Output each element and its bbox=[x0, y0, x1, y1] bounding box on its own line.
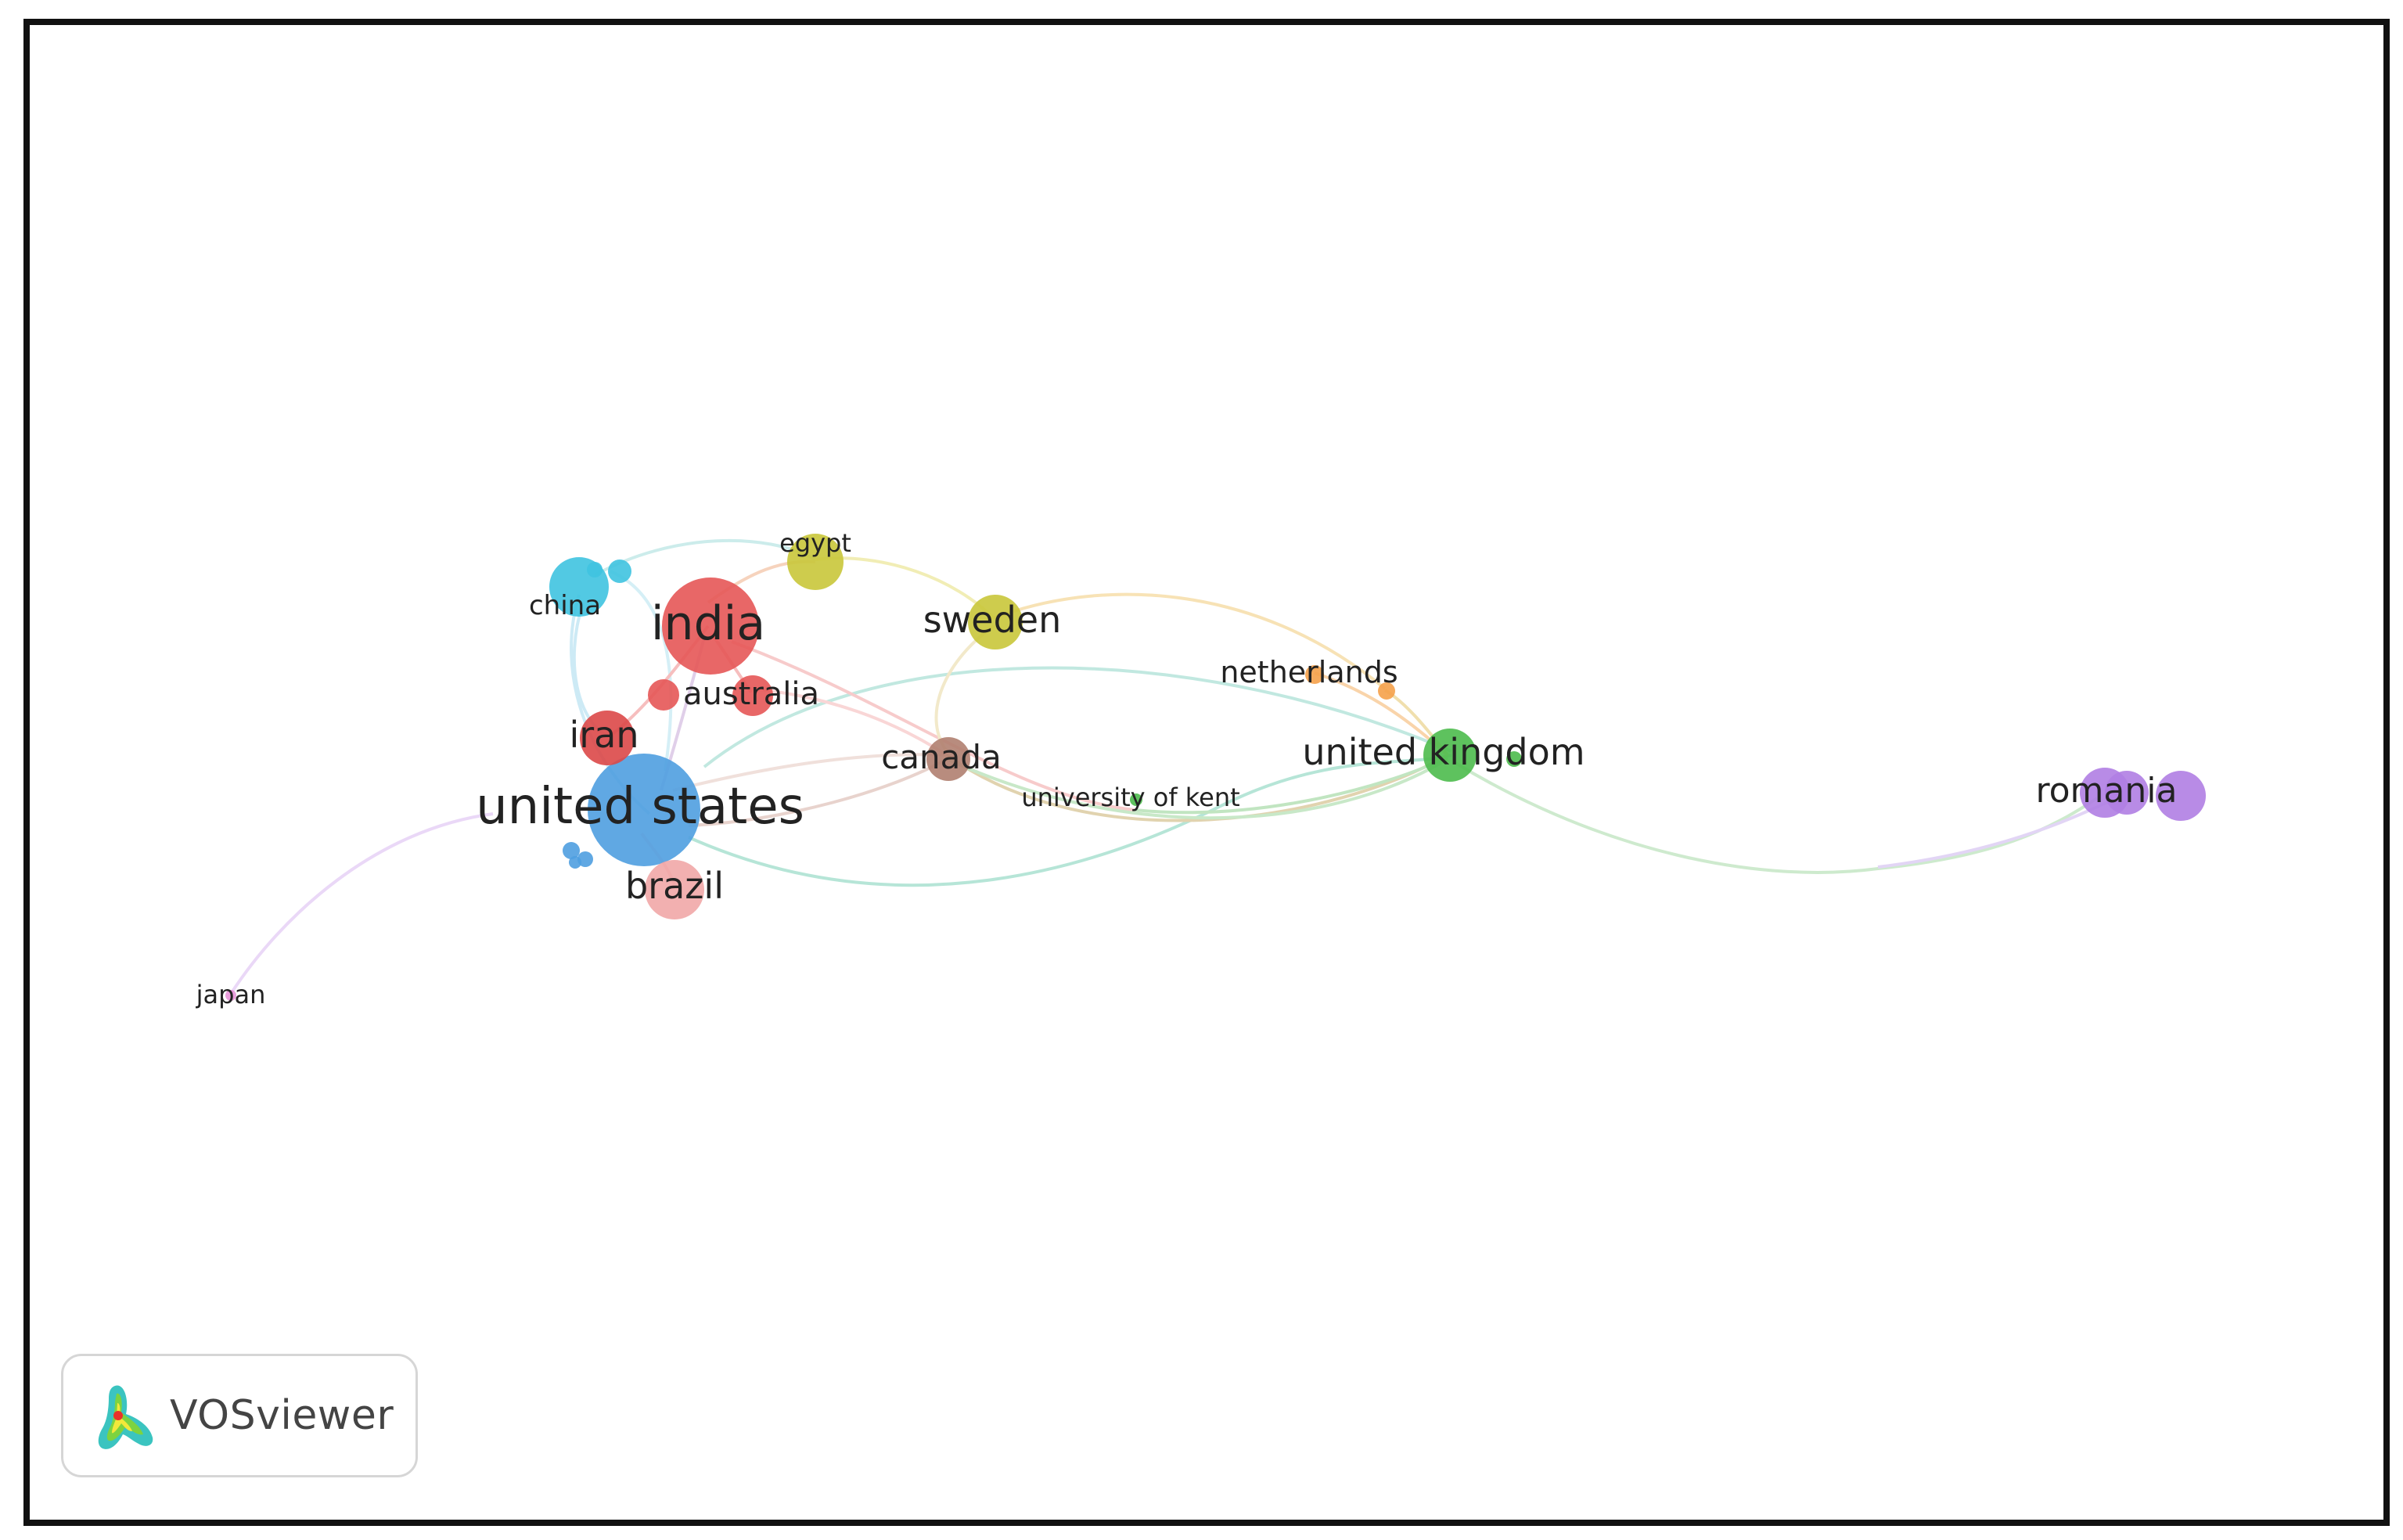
vosviewer-logo-text: VOSviewer bbox=[170, 1392, 394, 1439]
node-romania-2[interactable] bbox=[2105, 771, 2149, 815]
node-netherlands-small[interactable] bbox=[1378, 682, 1395, 700]
label-china: china bbox=[529, 590, 601, 621]
node-brazil[interactable] bbox=[645, 860, 704, 919]
node-australia[interactable] bbox=[732, 675, 773, 716]
vosviewer-icon bbox=[98, 1385, 153, 1449]
node-iran[interactable] bbox=[580, 711, 635, 765]
network-frame bbox=[23, 19, 2390, 1526]
label-romania: romania bbox=[2036, 771, 2178, 811]
link-us-uk-lower bbox=[688, 754, 1452, 887]
node-us-small-2[interactable] bbox=[577, 851, 593, 867]
node-netherlands[interactable] bbox=[1305, 665, 1324, 684]
label-australia: australia bbox=[683, 676, 819, 712]
label-netherlands: netherlands bbox=[1220, 655, 1398, 689]
labels: japan united states brazil iran australi… bbox=[196, 528, 2178, 1009]
node-united-states[interactable] bbox=[588, 754, 700, 866]
link-kent-uk bbox=[1134, 756, 1448, 815]
link-sweden-canada bbox=[934, 624, 995, 753]
node-sweden[interactable] bbox=[968, 595, 1023, 649]
node-egypt[interactable] bbox=[787, 534, 844, 590]
node-japan[interactable] bbox=[225, 990, 236, 1001]
node-india[interactable] bbox=[662, 578, 759, 675]
link-uk-romania bbox=[1454, 761, 2099, 874]
link-sweden-netherlands bbox=[993, 592, 1387, 690]
link-canada-uk-2 bbox=[946, 757, 1449, 820]
link-us-canada-2 bbox=[672, 753, 948, 792]
node-united-kingdom[interactable] bbox=[1423, 729, 1477, 782]
link-canada-uk bbox=[945, 754, 1448, 822]
node-us-small-1[interactable] bbox=[563, 842, 580, 859]
node-canada[interactable] bbox=[926, 737, 970, 781]
node-uk-small[interactable] bbox=[1506, 751, 1522, 767]
vosviewer-logo: VOSviewer bbox=[61, 1354, 418, 1477]
label-india: india bbox=[651, 596, 765, 651]
label-university-of-kent: university of kent bbox=[1021, 783, 1239, 812]
link-us-canada bbox=[688, 757, 948, 827]
links bbox=[229, 538, 2113, 995]
label-japan: japan bbox=[196, 980, 266, 1009]
label-united-states: united states bbox=[476, 778, 804, 836]
label-egypt: egypt bbox=[779, 528, 851, 558]
label-sweden: sweden bbox=[923, 599, 1062, 641]
label-united-kingdom: united kingdom bbox=[1302, 731, 1585, 773]
node-romania-3[interactable] bbox=[2156, 771, 2206, 821]
node-china-small-2[interactable] bbox=[587, 562, 603, 578]
node-university-of-kent[interactable] bbox=[1130, 793, 1142, 806]
label-canada: canada bbox=[881, 738, 1002, 776]
link-us-uk-upper bbox=[703, 666, 1452, 768]
label-iran: iran bbox=[569, 714, 639, 756]
nodes bbox=[225, 534, 2206, 1001]
node-china-small-1[interactable] bbox=[608, 560, 631, 583]
node-us-small-3[interactable] bbox=[569, 856, 581, 869]
node-india-small[interactable] bbox=[648, 679, 679, 711]
link-australia-canada bbox=[750, 687, 948, 757]
link-japan-united-states bbox=[229, 812, 494, 995]
label-brazil: brazil bbox=[625, 865, 724, 907]
